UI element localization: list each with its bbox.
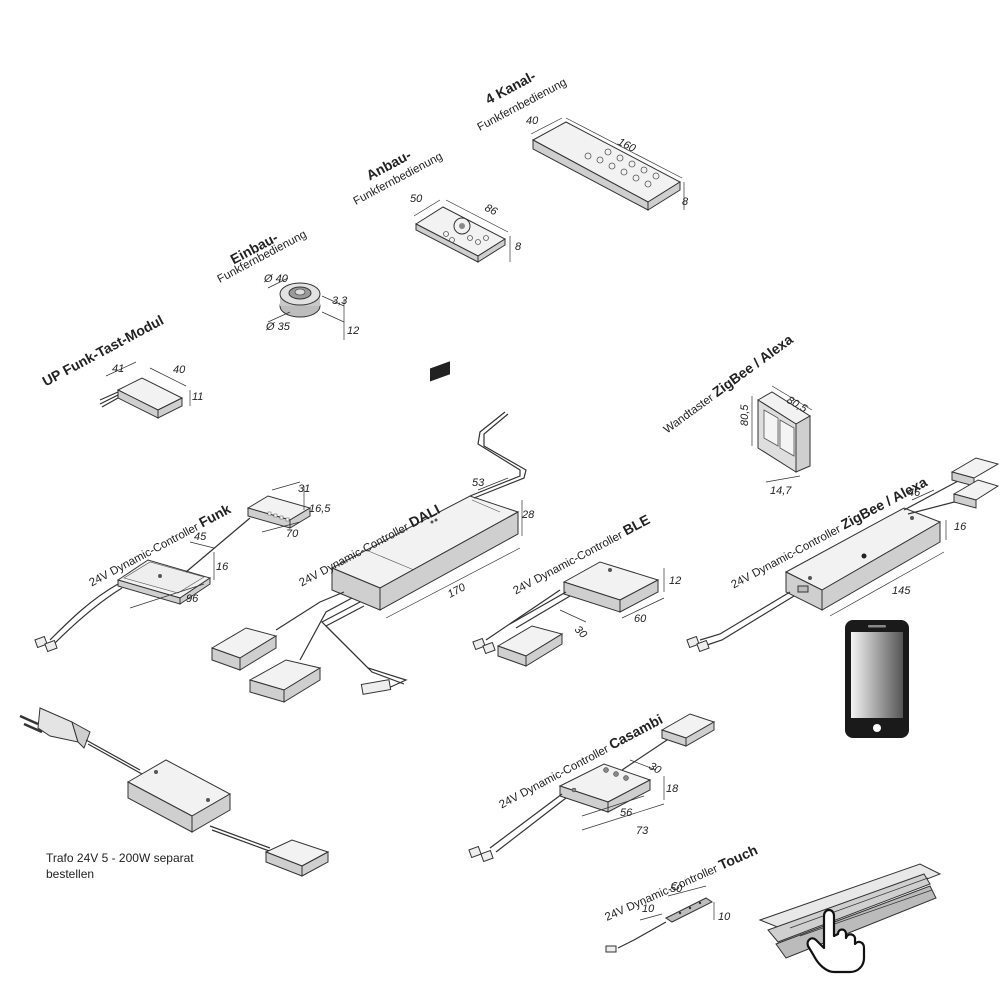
dim-touch-height: 10	[718, 911, 731, 923]
dim-casambi-inner: 56	[620, 807, 633, 819]
remote-4-channel: 40 160 8	[526, 115, 689, 211]
controller-casambi: 30 18 56 73	[468, 713, 716, 863]
dim-einbau-outer: Ø 40	[263, 273, 289, 285]
dim-up-height: 11	[192, 391, 203, 403]
remote-surface-mounted: 50 86 8	[410, 193, 522, 263]
dim-funk-rx-width: 31	[298, 483, 310, 495]
dim-wall-height: 80,5	[739, 404, 751, 426]
dim-einbau-inner: Ø 35	[265, 321, 291, 333]
dim-zigbee-length: 145	[892, 585, 911, 597]
dim-ble-length: 60	[634, 613, 647, 625]
remote-recessed: Ø 40 3,3 Ø 35 12	[263, 273, 359, 340]
dim-dali-height: 28	[521, 509, 535, 521]
hand-pointer-icon	[806, 908, 866, 974]
wall-switch-zigbee: 80,5 80,5 14,7	[739, 385, 813, 497]
dim-touch-width: 10	[642, 903, 655, 915]
controller-zigbee: 46 16 145	[686, 457, 1000, 653]
controller-dali: 53 28 170	[210, 361, 535, 703]
controller-ble: 12 60 30	[472, 561, 681, 667]
dim-anbau-height: 8	[515, 241, 522, 253]
dim-zigbee-width: 46	[908, 487, 921, 499]
dim-dali-width: 53	[472, 477, 485, 489]
dim-anbau-width: 50	[410, 193, 423, 205]
dim-touch-length: 50	[670, 883, 683, 895]
dim-zigbee-height: 16	[954, 521, 967, 533]
euro-plug-icon	[19, 707, 91, 749]
label-trafo-line1: Trafo 24V 5 - 200W separat	[46, 851, 194, 865]
dim-casambi-width: 30	[647, 760, 664, 777]
dim-funk-width: 45	[194, 531, 207, 543]
dali-receiver-1	[210, 627, 278, 671]
dim-up-length: 40	[173, 364, 186, 376]
controller-touch: 50 10 10	[605, 883, 731, 953]
dim-einbau-depth: 3,3	[332, 295, 348, 307]
dim-up-width: 41	[112, 363, 124, 375]
label-trafo-line2: bestellen	[46, 867, 95, 881]
smartphone-icon	[845, 620, 909, 738]
dim-wall-depth: 14,7	[770, 485, 792, 497]
dim-einbau-height: 12	[347, 325, 359, 337]
dim-anbau-length: 86	[483, 202, 500, 219]
dali-receiver-2	[248, 659, 322, 703]
dim-kanal4-height: 8	[682, 196, 689, 208]
dim-ble-height: 12	[669, 575, 681, 587]
dim-casambi-length: 73	[636, 825, 649, 837]
dim-kanal4-width: 40	[526, 115, 539, 127]
dim-ble-width: 30	[572, 624, 590, 642]
dim-funk-height: 16	[216, 561, 229, 573]
label-trafo: Trafo 24V 5 - 200W separat bestellen	[46, 852, 194, 880]
controller-funk: 31 16,5 70 45 16 96	[34, 481, 331, 653]
dim-dali-length: 170	[446, 581, 469, 601]
dim-casambi-height: 18	[666, 783, 679, 795]
dim-funk-length: 96	[186, 593, 199, 605]
dim-funk-rx-length: 70	[286, 528, 299, 540]
transformer	[19, 707, 330, 877]
up-radio-module: 41 40 11	[99, 361, 203, 419]
dim-funk-rx-height: 16,5	[309, 503, 331, 515]
